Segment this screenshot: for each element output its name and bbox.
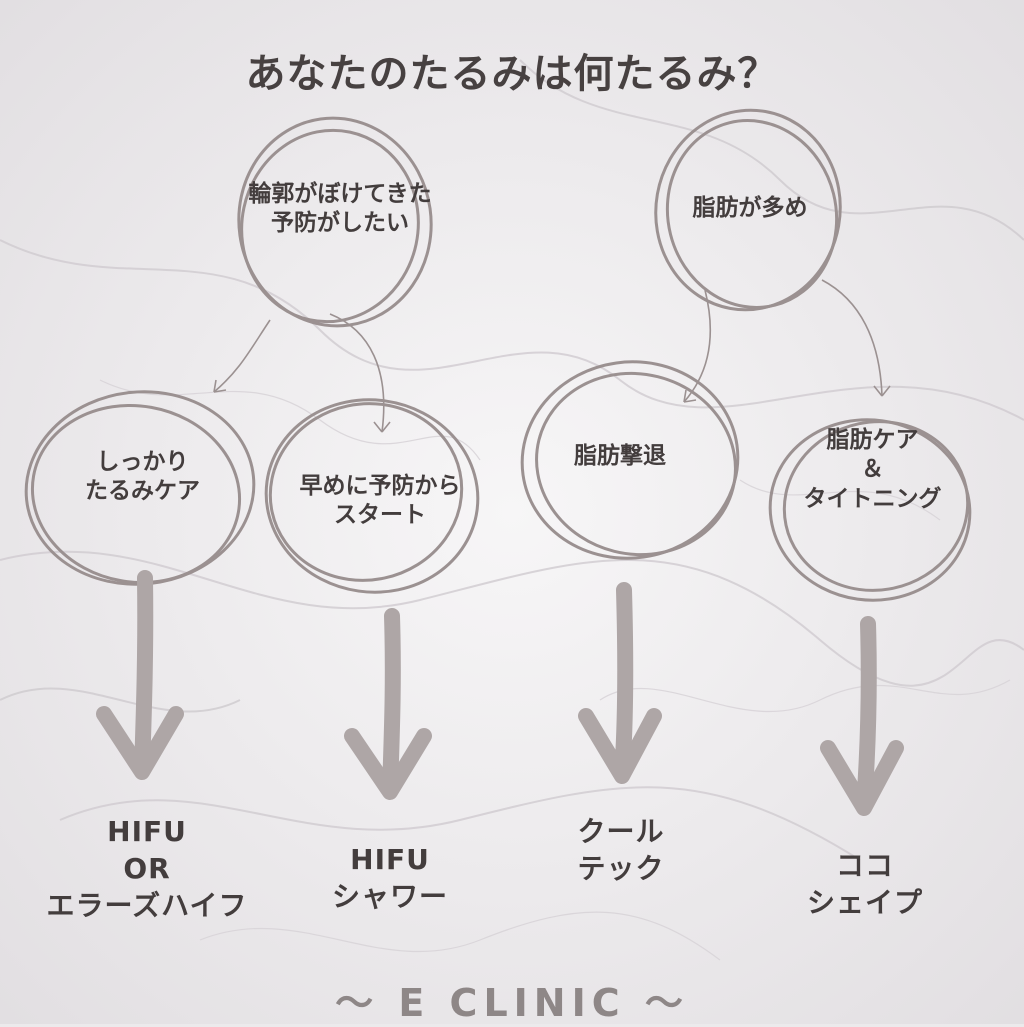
- page-title: あなたのたるみは何たるみ？: [245, 50, 779, 97]
- connector-top-right-to-mid-4: [821, 279, 883, 397]
- node-top-right-label: 脂肪が多め: [692, 195, 808, 221]
- node-mid-4-label: 脂肪ケア ＆ タイトニング: [803, 427, 942, 512]
- connector-top-left-to-mid-2: [329, 313, 385, 433]
- circle-mid-2: [264, 398, 480, 594]
- connectors: [213, 279, 891, 433]
- down-arrows: [96, 570, 904, 816]
- node-mid-1-label: しっかり たるみケア: [85, 449, 200, 505]
- connector-top-right-to-mid-3: [683, 289, 712, 403]
- clinic-footer-logo: 〜 E CLINIC 〜: [335, 981, 689, 1025]
- result-1-label: HIFU OR エラーズハイフ: [46, 815, 248, 922]
- circle-mid-3: [520, 360, 740, 560]
- down-arrow-4: [856, 616, 877, 814]
- node-mid-3-label: 脂肪撃退: [574, 443, 666, 469]
- connector-top-left-to-mid-1: [213, 319, 271, 393]
- down-arrow-1: [134, 570, 154, 778]
- node-top-left-label: 輪郭がぼけてきた 予防がしたい: [248, 181, 432, 237]
- result-2-label: HIFU シャワー: [331, 843, 448, 913]
- node-mid-2-label: 早めに予防から スタート: [299, 473, 461, 529]
- node-circles: [24, 108, 972, 602]
- result-4-label: ココ シェイプ: [806, 849, 923, 919]
- down-arrow-3: [614, 582, 634, 782]
- down-arrow-2: [382, 608, 401, 798]
- circle-top-right: [654, 108, 842, 312]
- result-3-label: クール テック: [577, 815, 665, 885]
